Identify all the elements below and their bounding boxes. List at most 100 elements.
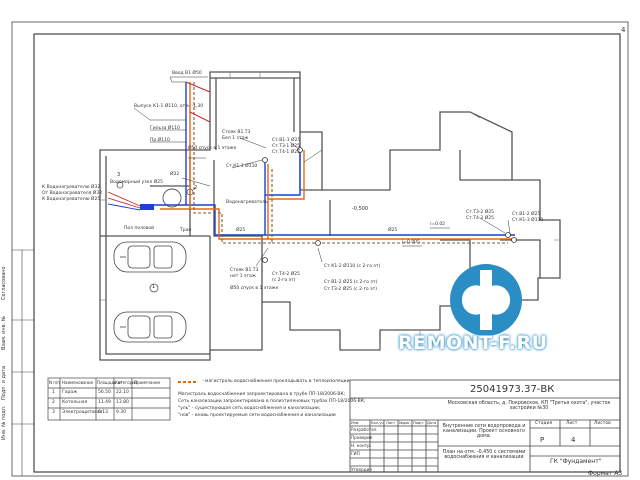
- room-3-label: 3: [117, 172, 121, 178]
- car-bottom: [113, 311, 187, 343]
- table-row: Гараж: [62, 390, 78, 395]
- table-header-name: Наименование: [62, 380, 94, 385]
- label-pit: Водомерный узел Ø25: [110, 180, 163, 185]
- inner-frame: [33, 33, 621, 473]
- strip-inv: Инв. № подл.: [1, 405, 7, 441]
- stamp-col: Кол.уч: [371, 421, 384, 425]
- stage-value: Р: [540, 436, 545, 444]
- title-block: [349, 379, 621, 473]
- label-r3: Ст.В1-2 Ø25: [512, 212, 541, 217]
- label-r4: Ст.К1-3 Ø110: [512, 218, 544, 223]
- role-developer: Разработал: [351, 427, 377, 432]
- label-floor: Пол половой: [124, 226, 155, 231]
- label-pipe50b: Ø50 спуск в 1 этаже: [230, 286, 279, 291]
- watermark-logo: [450, 264, 522, 336]
- sheets-label: Листов: [594, 421, 611, 426]
- format-label: Формат А3: [588, 470, 623, 477]
- plan-caption: План на отм. -0,450 с системами водоснаб…: [442, 450, 526, 460]
- table-header-area: Площадь м²: [97, 380, 123, 385]
- label-rb: Стояк В1.Т3: [230, 268, 259, 273]
- label-kvod3: К Водонагревателю Ø25: [42, 197, 101, 202]
- role-approver: Утвердил: [351, 467, 372, 472]
- pipes: [107, 81, 515, 244]
- table-header-num: N п/п: [49, 380, 60, 385]
- leader-lines: [133, 76, 511, 267]
- strip-agreed: Согласовано: [1, 266, 7, 300]
- sheet-title: Внутренние сети водопровода и канализаци…: [442, 424, 526, 439]
- outer-frame: [11, 21, 629, 477]
- stamp-col: Лист: [386, 421, 396, 425]
- legend-line-4: "уль" - существующая сеть водоснабжения …: [178, 406, 321, 411]
- label-pipe32: Ø32: [170, 172, 180, 177]
- table-row: 56.50: [98, 390, 111, 395]
- watermark-text: REMONT-F.RU: [398, 332, 548, 354]
- slope-marks: [402, 227, 450, 247]
- label-r1: Ст.Т3-2 Ø25: [466, 210, 494, 215]
- car-top: [113, 241, 187, 273]
- label-pipe50: Ø50 спуск в 1 этаже: [188, 146, 237, 151]
- doc-code: 25041973.37-ВК: [470, 384, 555, 395]
- strip-sign: Подп. и дата: [1, 365, 7, 400]
- table-header-note: Примечание: [134, 380, 161, 385]
- sheet-number: 4: [621, 26, 626, 34]
- label-boiler: Водонагреватель: [226, 200, 268, 205]
- label-sleeve: Гильза Ø110: [150, 126, 180, 131]
- label-kvod2: От Водонагревателя Ø32: [42, 191, 103, 196]
- room-1-label: 1: [152, 284, 156, 290]
- label-outlet: Выпуск К1-1 Ø110, отм. -1,30: [134, 104, 204, 109]
- role-checker: Проверил: [351, 435, 373, 440]
- sheet-value: 4: [571, 436, 576, 444]
- table-row: 13.80: [116, 400, 129, 405]
- label-pr1: Пр.Ø110: [150, 138, 170, 143]
- table-row: 9.30: [116, 410, 127, 415]
- label-rk4: Ст.Т4-2 Ø25: [272, 272, 300, 277]
- label-r2: Ст.Т4-2 Ø25: [466, 216, 494, 221]
- rooms-table-grid: [47, 377, 171, 421]
- table-row: 22.10: [116, 390, 129, 395]
- room-2-label: 2: [194, 185, 198, 191]
- label-slope: i=0.02: [430, 222, 446, 227]
- table-row: 11.49: [98, 400, 111, 405]
- legend-line-1: - магистраль водоснабжения прокладывать …: [202, 379, 350, 384]
- label-kv2: Ст.В1-1 Ø25: [272, 138, 301, 143]
- sheet-label: Лист: [566, 421, 578, 426]
- label-mark: -0.500: [352, 206, 369, 212]
- label-kvod1: К Водонагревателю Ø32: [42, 185, 101, 190]
- table-row: 1: [52, 390, 55, 395]
- boiler-symbol: [162, 188, 182, 208]
- role-normcontrol: Н. контр.: [351, 443, 372, 448]
- label-rk3: Ст.Т3-2 Ø25 (с 2-го эт): [324, 287, 377, 292]
- stamp-col: Изм.: [351, 421, 360, 425]
- stamp-col: №док.: [399, 421, 411, 425]
- label-k110: Ст.К1-1 Ø110: [226, 164, 258, 169]
- label-rk1: Ст.К1-2 Ø110 (с 2-го эт): [324, 264, 381, 269]
- label-riser1: Стояк В1.Т3: [222, 130, 251, 135]
- label-inlet: Ввод В1 Ø50: [172, 71, 202, 76]
- table-row: 3: [52, 410, 55, 415]
- label-slope2: i=0.005: [402, 240, 420, 245]
- label-rk5: (с 2-го эт): [272, 278, 296, 283]
- label-trap: Трап: [180, 228, 192, 233]
- table-row: Котельная: [62, 400, 88, 405]
- label-pipe25-b: Ø25: [388, 228, 398, 233]
- address: Московская область, д. Покровское, КП "Т…: [447, 401, 611, 411]
- table-header-cat: Категория: [115, 380, 138, 385]
- legend-line-2: Магистраль водоснабжения запроектирована…: [178, 392, 346, 397]
- legend-line-3: Сеть канализации запроектирована в полиэ…: [178, 399, 366, 404]
- stage-label: Стадия: [535, 421, 553, 426]
- stamp-col: Подп.: [413, 421, 424, 425]
- stamp-col: Дата: [427, 421, 437, 425]
- label-kv3: Ст.Т3-1 Ø25: [272, 144, 300, 149]
- label-kv4: Ст.Т4-1 Ø25: [272, 150, 300, 155]
- label-rk2: Ст.В1-2 Ø25 (с 2-го эт): [324, 280, 378, 285]
- label-pipe25-a: Ø25: [236, 228, 246, 233]
- legend-line-5: "нов" - вновь проектируемые сети водосна…: [178, 413, 336, 418]
- table-row: 2: [52, 400, 55, 405]
- role-gip: ГИП: [351, 451, 360, 456]
- company: ГК "Фундамент": [550, 458, 602, 465]
- table-row: 6.13: [98, 410, 109, 415]
- label-riser1b: Бел 1 этаж: [222, 136, 249, 141]
- table-row: Электрощитовая: [62, 410, 103, 415]
